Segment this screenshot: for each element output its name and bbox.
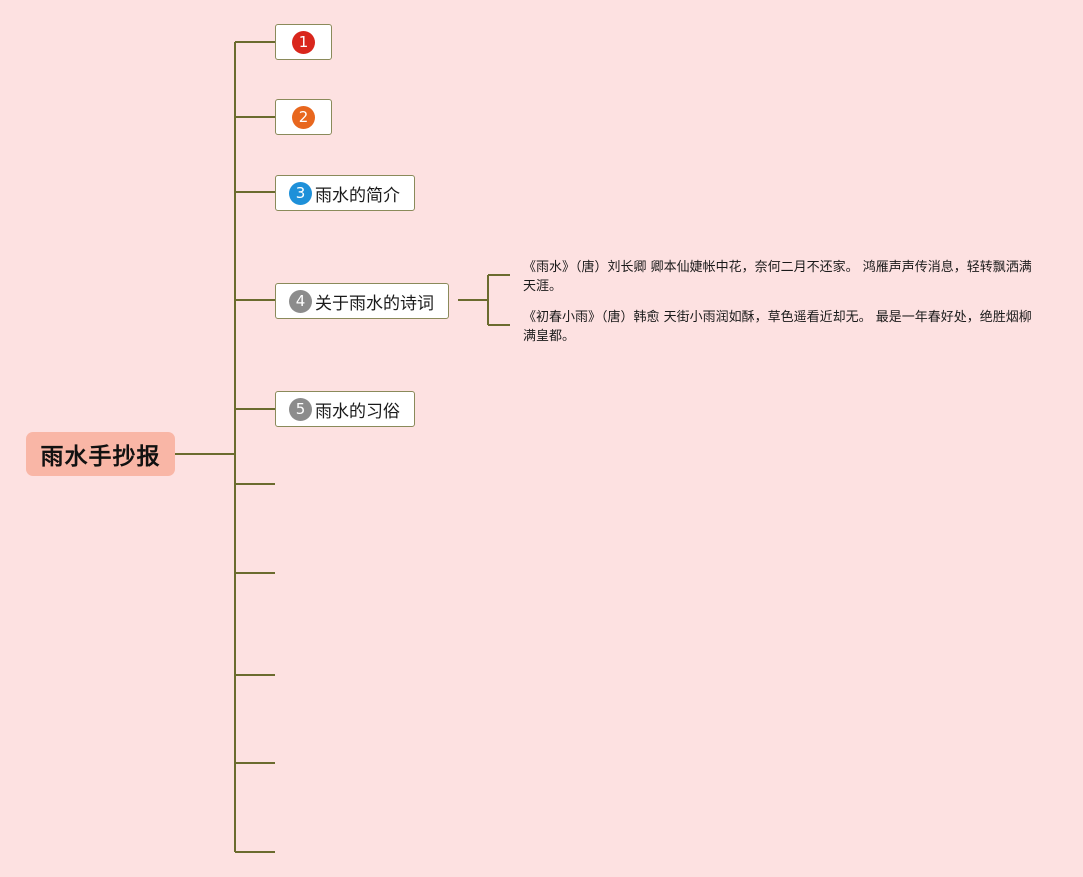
topic-4[interactable]: 4 关于雨水的诗词	[275, 283, 449, 319]
priority-3-icon: 3	[289, 181, 312, 205]
topic-4-label: 关于雨水的诗词	[315, 293, 434, 314]
priority-1-icon: 1	[292, 30, 315, 54]
priority-2-icon: 2	[292, 105, 315, 129]
topic-5[interactable]: 5 雨水的习俗	[275, 391, 415, 427]
topic-1[interactable]: 1	[275, 24, 332, 60]
topic-3-label: 雨水的简介	[315, 185, 400, 206]
root-topic[interactable]: 雨水手抄报	[26, 432, 175, 476]
root-topic-label: 雨水手抄报	[40, 444, 161, 470]
poem-detail-2[interactable]: 《初春小雨》（唐）韩愈 天街小雨润如酥，草色遥看近却无。 最是一年春好处，绝胜烟…	[523, 310, 1032, 344]
priority-5-icon: 5	[289, 397, 312, 421]
priority-4-icon: 4	[289, 289, 312, 313]
topic-2[interactable]: 2	[275, 99, 332, 135]
poem-detail-1[interactable]: 《雨水》（唐）刘长卿 卿本仙婕帐中花，奈何二月不还家。 鸿雁声声传消息，轻转飘洒…	[523, 260, 1032, 294]
topic-5-label: 雨水的习俗	[315, 401, 400, 422]
topic-3[interactable]: 3 雨水的简介	[275, 175, 415, 211]
